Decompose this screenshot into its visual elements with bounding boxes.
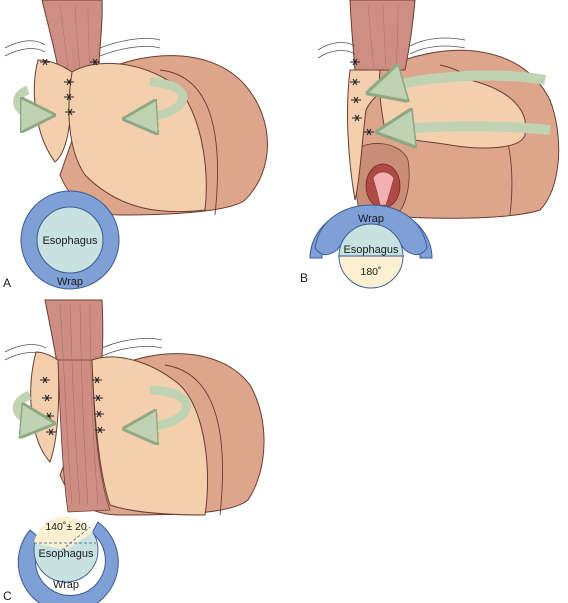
ring-c-esophagus-label: Esophagus (38, 548, 94, 560)
stomach-curve (159, 69, 218, 216)
wrap-left-flap (33, 59, 73, 163)
ring-diagram-a: Esophagus Wrap (20, 190, 120, 290)
stomach-curve (164, 364, 223, 516)
esophagus-top (338, 223, 404, 257)
stitches (40, 58, 100, 116)
panel-letter-a: A (3, 276, 11, 290)
panel-letter-b: B (300, 271, 308, 285)
ring-c-angle-label: 140˚± 20 (45, 521, 87, 533)
ring-diagram-c: 140˚± 20 Esophagus Wrap (17, 516, 119, 603)
rotation-arrow-left (13, 85, 38, 115)
angle-sector (34, 516, 93, 550)
ring-diagram-b: Wrap Esophagus 180˚ (309, 204, 433, 289)
rotation-arrow-right (140, 385, 191, 428)
ring-a-wrap-label: Wrap (57, 276, 83, 288)
panel-letter-c: C (3, 589, 12, 603)
aorta-icon (365, 163, 401, 209)
diaphragm (4, 38, 161, 57)
esophagus (349, 0, 416, 71)
ring-c-wrap-label: Wrap (53, 579, 79, 591)
rotation-arrow-left (12, 390, 38, 422)
stitches (350, 58, 374, 136)
arrow-lower (395, 126, 551, 130)
ring-a-esophagus-label: Esophagus (42, 235, 98, 247)
panel-b: Wrap Esophagus 180˚ B (300, 0, 560, 289)
wrap-ring (17, 521, 119, 603)
wrap-left-flap (30, 351, 60, 463)
panel-a: Esophagus Wrap A (3, 0, 268, 290)
ring-b-wrap-label: Wrap (358, 213, 384, 225)
diaphragm (317, 37, 466, 59)
arrow-upper (385, 76, 546, 88)
angle-sector (338, 255, 404, 289)
panel-c: 140˚± 20 Esophagus Wrap C (3, 299, 265, 603)
rotation-arrow-right (140, 77, 188, 118)
ring-b-angle-label: 180˚ (360, 266, 381, 278)
wrap-right-flap (68, 62, 207, 213)
ring-b-esophagus-label: Esophagus (343, 244, 399, 256)
